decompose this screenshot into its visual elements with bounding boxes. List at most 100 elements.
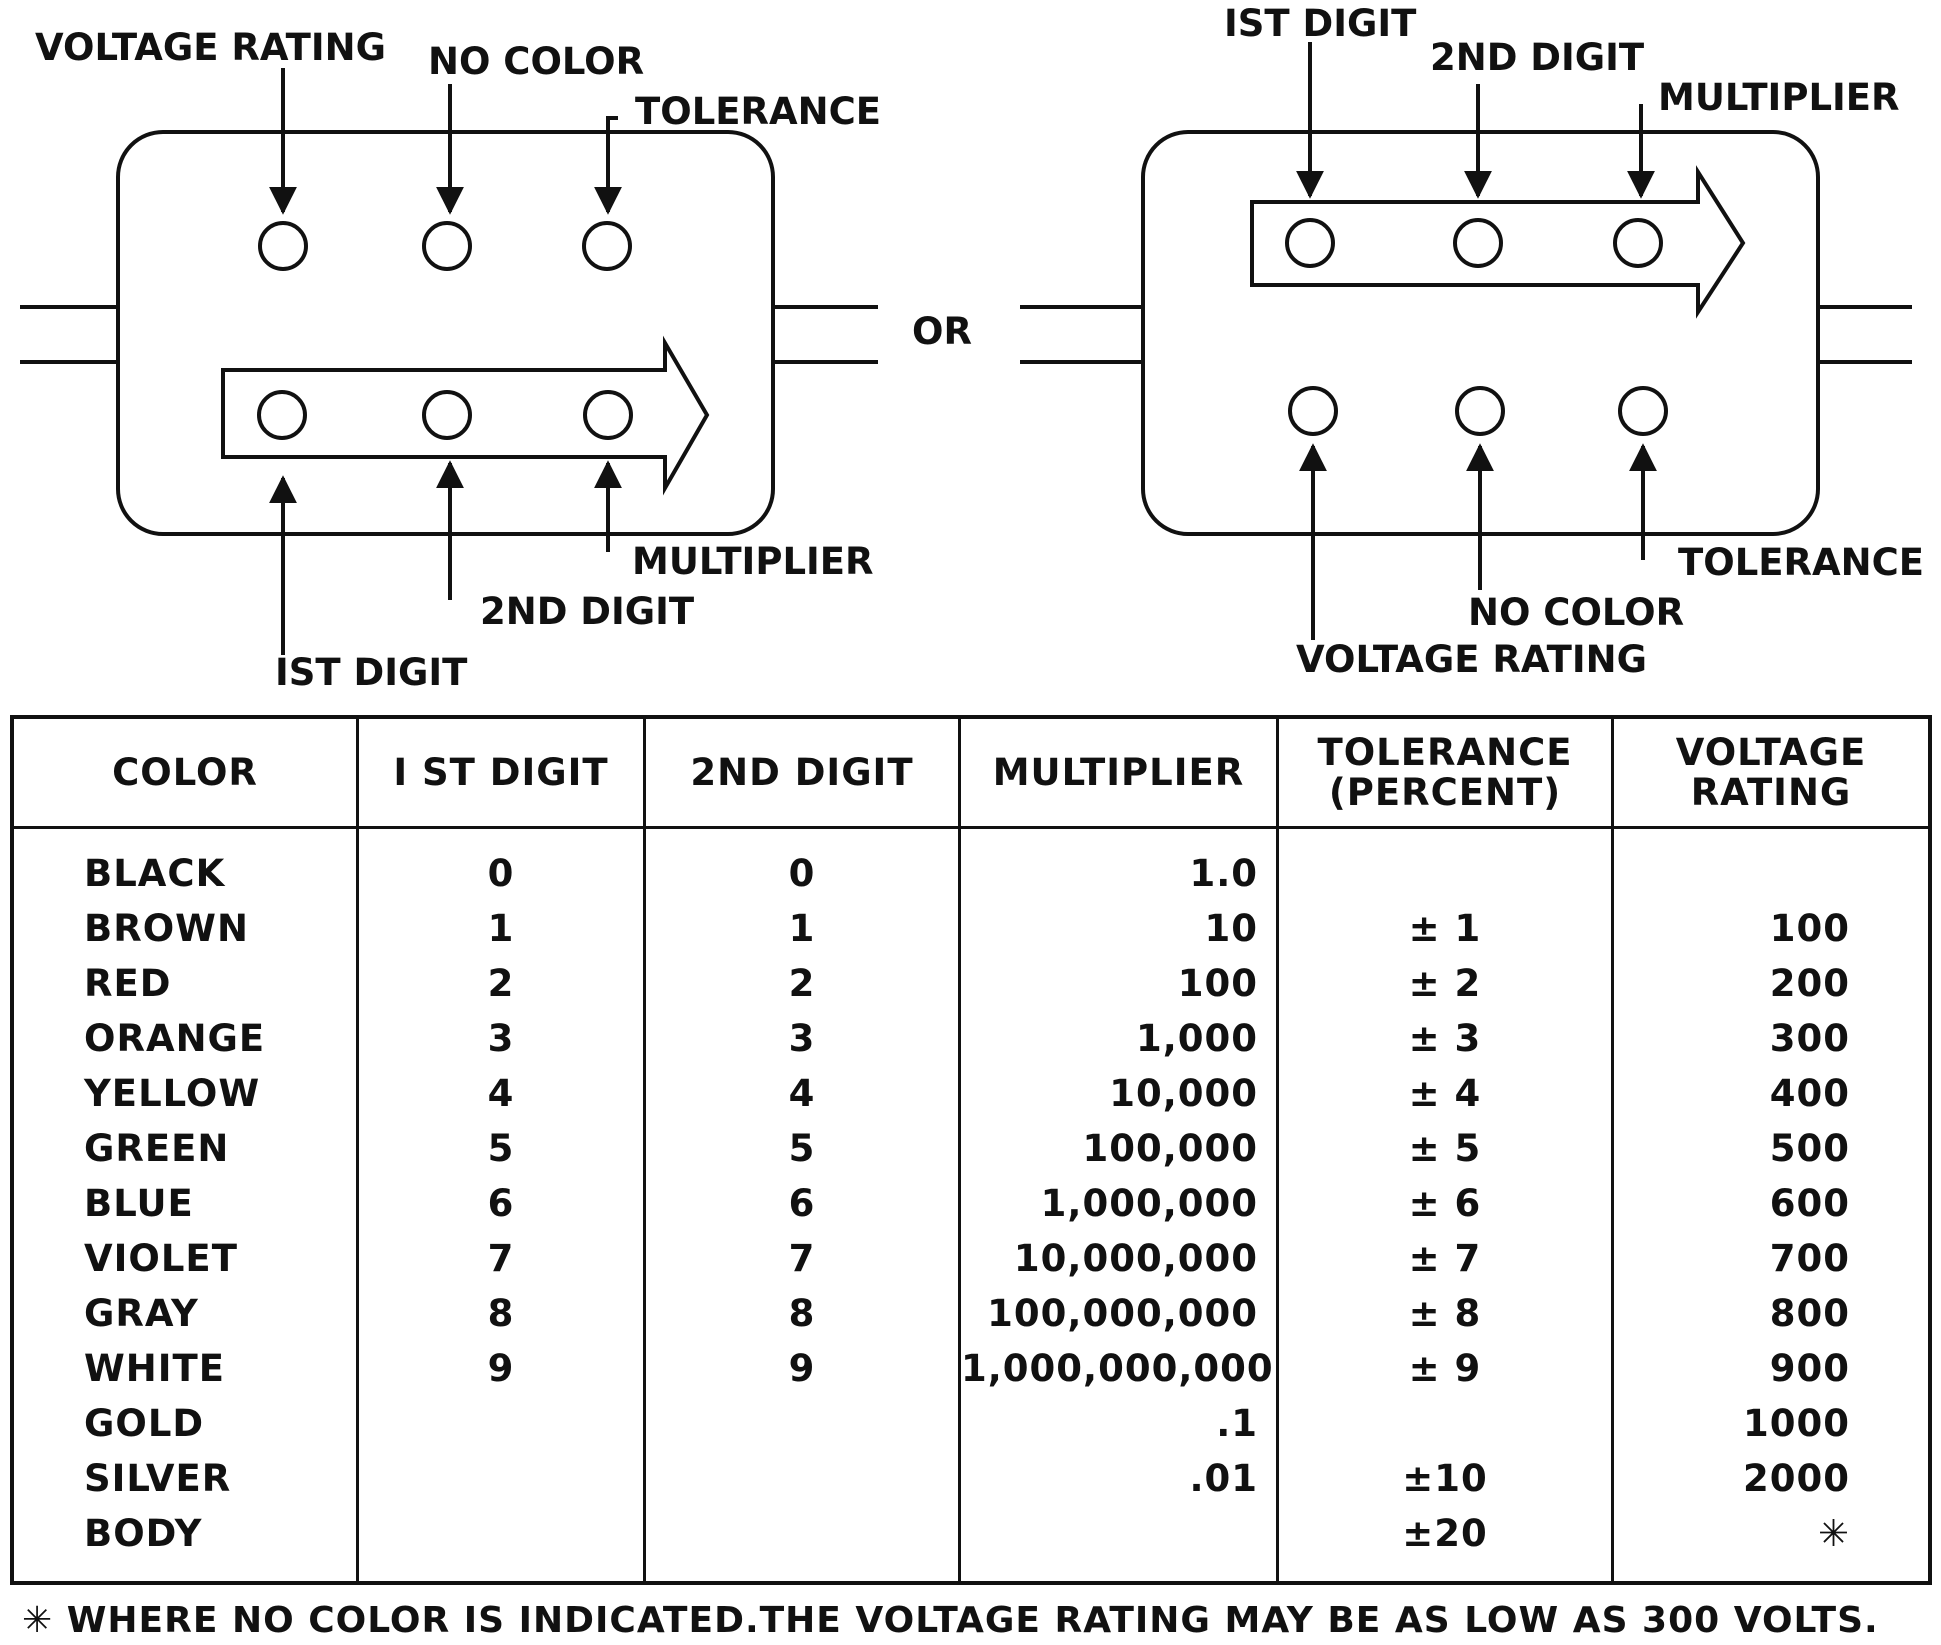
- row-color-4: YELLOW: [84, 1072, 261, 1115]
- row-multiplier-8: 100,000,000: [987, 1292, 1258, 1335]
- row-multiplier-6: 1,000,000: [1040, 1182, 1258, 1225]
- or-label: OR: [912, 310, 972, 353]
- row-second-digit-12: [646, 1509, 958, 1559]
- left-label-second-digit: 2ND DIGIT: [480, 590, 695, 633]
- row-first-digit-1: 1: [487, 907, 515, 950]
- row-first-digit-7: 7: [487, 1237, 515, 1280]
- row-tolerance-8: ± 8: [1408, 1292, 1482, 1335]
- row-second-digit-10: [646, 1399, 958, 1449]
- row-tolerance-1: ± 1: [1408, 907, 1482, 950]
- capacitor-color-code-diagram: VOLTAGE RATING NO COLOR TOLERANCE MULTIP…: [20, 2, 1924, 690]
- right-label-voltage-rating: VOLTAGE RATING: [1296, 638, 1647, 681]
- row-voltage-1: 100: [1769, 907, 1850, 950]
- right-dot-tolerance: [1618, 386, 1668, 436]
- right-dot-first-digit: [1285, 218, 1335, 268]
- row-first-digit-8: 8: [487, 1292, 515, 1335]
- row-first-digit-11: [359, 1454, 643, 1504]
- row-voltage-4: 400: [1769, 1072, 1850, 1115]
- right-dot-no-color: [1455, 386, 1505, 436]
- right-label-first-digit: IST DIGIT: [1224, 2, 1417, 45]
- row-second-digit-6: 6: [788, 1182, 816, 1225]
- row-first-digit-2: 2: [487, 962, 515, 1005]
- row-tolerance-9: ± 9: [1408, 1347, 1482, 1390]
- left-capacitor-body: [116, 130, 775, 536]
- row-voltage-10: 1000: [1743, 1402, 1850, 1445]
- left-dot-no-color: [422, 221, 472, 271]
- row-voltage-5: 500: [1769, 1127, 1850, 1170]
- row-voltage-6: 600: [1769, 1182, 1850, 1225]
- row-first-digit-0: 0: [487, 852, 515, 895]
- tolerance-column: TOLERANCE (PERCENT) ± 1 ± 2 ± 3 ± 4 ± 5 ± 6 ± …: [1279, 719, 1614, 1581]
- left-label-tolerance: TOLERANCE: [635, 90, 881, 133]
- row-voltage-11: 2000: [1743, 1457, 1850, 1500]
- left-label-first-digit: IST DIGIT: [275, 651, 468, 690]
- right-dot-voltage-rating: [1288, 386, 1338, 436]
- row-tolerance-0: [1279, 849, 1611, 899]
- row-second-digit-1: 1: [788, 907, 816, 950]
- row-multiplier-3: 1,000: [1135, 1017, 1258, 1060]
- row-tolerance-11: ±10: [1402, 1457, 1488, 1500]
- row-first-digit-5: 5: [487, 1127, 515, 1170]
- row-voltage-9: 900: [1769, 1347, 1850, 1390]
- row-first-digit-4: 4: [487, 1072, 515, 1115]
- row-color-12: BODY: [84, 1512, 203, 1555]
- row-multiplier-4: 10,000: [1109, 1072, 1258, 1115]
- row-color-6: BLUE: [84, 1182, 194, 1225]
- row-second-digit-0: 0: [788, 852, 816, 895]
- tolerance-header: TOLERANCE (PERCENT): [1279, 719, 1611, 829]
- left-capacitor: [20, 68, 878, 655]
- row-second-digit-4: 4: [788, 1072, 816, 1115]
- row-tolerance-3: ± 3: [1408, 1017, 1482, 1060]
- row-second-digit-7: 7: [788, 1237, 816, 1280]
- right-dot-multiplier: [1613, 218, 1663, 268]
- row-voltage-0: [1614, 849, 1928, 899]
- row-first-digit-12: [359, 1509, 643, 1559]
- left-dot-multiplier: [583, 390, 633, 440]
- left-dot-first-digit: [257, 390, 307, 440]
- right-dot-second-digit: [1453, 218, 1503, 268]
- left-label-voltage-rating: VOLTAGE RATING: [35, 26, 386, 69]
- right-label-multiplier: MULTIPLIER: [1658, 76, 1900, 119]
- row-color-7: VIOLET: [84, 1237, 238, 1280]
- row-second-digit-9: 9: [788, 1347, 816, 1390]
- left-dot-second-digit: [422, 390, 472, 440]
- right-label-second-digit: 2ND DIGIT: [1430, 36, 1645, 79]
- left-label-no-color: NO COLOR: [428, 40, 644, 83]
- row-first-digit-10: [359, 1399, 643, 1449]
- row-color-0: BLACK: [84, 852, 226, 895]
- row-second-digit-11: [646, 1454, 958, 1504]
- row-color-10: GOLD: [84, 1402, 205, 1445]
- row-tolerance-4: ± 4: [1408, 1072, 1482, 1115]
- footnote: ✳ WHERE NO COLOR IS INDICATED.THE VOLTAG…: [22, 1600, 1879, 1641]
- row-color-3: ORANGE: [84, 1017, 266, 1060]
- row-color-9: WHITE: [84, 1347, 226, 1390]
- row-color-5: GREEN: [84, 1127, 230, 1170]
- row-multiplier-7: 10,000,000: [1013, 1237, 1258, 1280]
- row-voltage-2: 200: [1769, 962, 1850, 1005]
- row-first-digit-9: 9: [487, 1347, 515, 1390]
- row-second-digit-2: 2: [788, 962, 816, 1005]
- color-header: COLOR: [14, 719, 356, 829]
- left-label-multiplier: MULTIPLIER: [632, 540, 874, 583]
- row-multiplier-12: [961, 1509, 1276, 1559]
- left-dot-tolerance: [582, 221, 632, 271]
- left-direction-arrow: [221, 335, 710, 496]
- row-tolerance-2: ± 2: [1408, 962, 1482, 1005]
- left-dot-voltage-rating: [258, 221, 308, 271]
- row-tolerance-6: ± 6: [1408, 1182, 1482, 1225]
- multiplier-header: MULTIPLIER: [961, 719, 1276, 829]
- row-color-2: RED: [84, 962, 172, 1005]
- row-first-digit-3: 3: [487, 1017, 515, 1060]
- row-tolerance-7: ± 7: [1408, 1237, 1482, 1280]
- row-tolerance-5: ± 5: [1408, 1127, 1482, 1170]
- row-multiplier-10: .1: [1216, 1402, 1258, 1445]
- row-tolerance-10: [1279, 1399, 1611, 1449]
- row-first-digit-6: 6: [487, 1182, 515, 1225]
- row-multiplier-5: 100,000: [1082, 1127, 1258, 1170]
- first-digit-header: I ST DIGIT: [359, 719, 643, 829]
- row-multiplier-11: .01: [1189, 1457, 1258, 1500]
